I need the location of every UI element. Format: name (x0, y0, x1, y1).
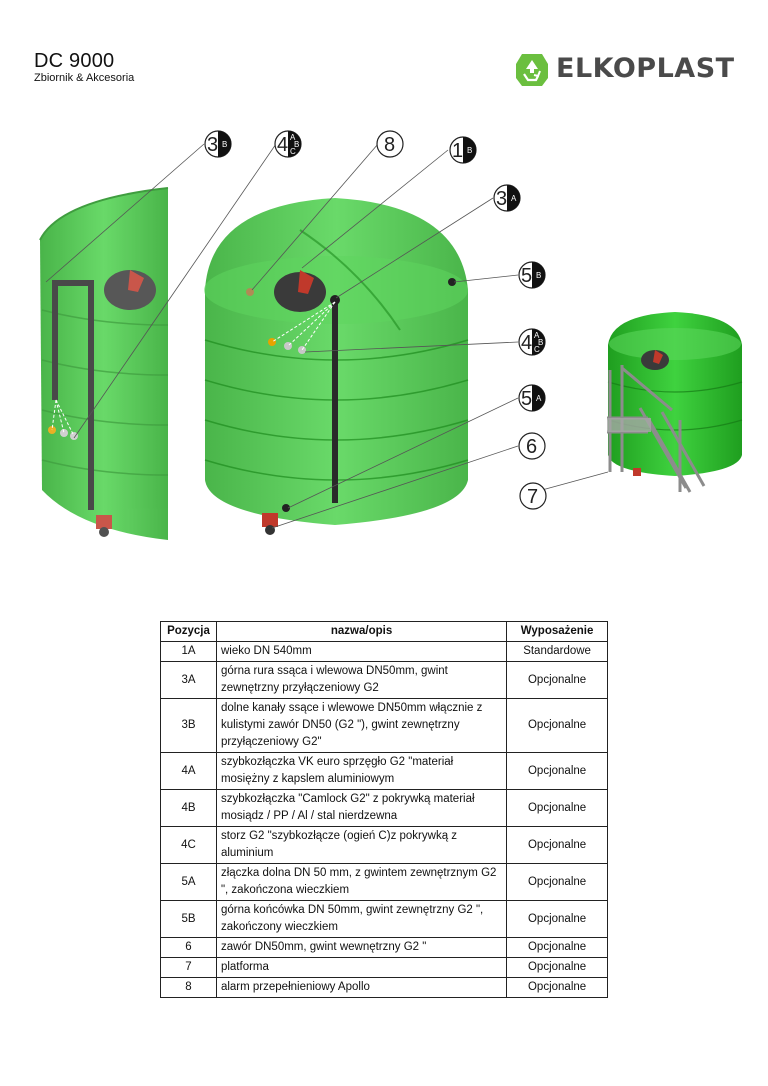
cell-position: 1A (160, 641, 217, 662)
cell-equipment: Opcjonalne (506, 698, 608, 753)
cell-equipment: Opcjonalne (506, 977, 608, 998)
callout-4ABC-right: 4 A B C (518, 328, 546, 356)
cell-description: storz G2 "szybkozłącze (ogień C)z pokryw… (215, 826, 508, 864)
svg-text:A: A (536, 394, 542, 403)
svg-text:3: 3 (207, 134, 218, 156)
svg-text:B: B (294, 140, 299, 149)
recycle-icon (516, 54, 548, 86)
callout-1B: 1 B (449, 136, 477, 164)
cell-equipment: Opcjonalne (506, 863, 608, 901)
svg-text:C: C (290, 147, 296, 156)
svg-text:C: C (534, 345, 540, 354)
cell-description: złączka dolna DN 50 mm, z gwintem zewnęt… (215, 863, 508, 901)
cell-description: platforma (215, 957, 508, 978)
callout-8: 8 (376, 130, 404, 158)
callout-3B-top: 3 B (204, 130, 232, 158)
cell-equipment: Opcjonalne (506, 752, 608, 790)
table-row: 3B dolne kanały ssące i wlewowe DN50mm w… (160, 698, 608, 753)
document-title: DC 9000 (34, 50, 115, 72)
svg-text:8: 8 (384, 134, 395, 156)
cell-position: 6 (160, 937, 217, 958)
svg-text:1: 1 (452, 140, 463, 162)
column-header-description: nazwa/opis (215, 621, 508, 642)
cell-equipment: Opcjonalne (506, 661, 608, 699)
svg-text:B: B (467, 146, 472, 155)
svg-text:4: 4 (521, 332, 532, 354)
cell-equipment: Opcjonalne (506, 957, 608, 978)
svg-text:7: 7 (527, 486, 538, 508)
cell-position: 4B (160, 789, 217, 827)
cell-position: 8 (160, 977, 217, 998)
document-subtitle: Zbiornik & Akcesoria (34, 72, 135, 84)
table-row: 8 alarm przepełnieniowy Apollo Opcjonaln… (160, 977, 608, 998)
table-row: 5B górna końcówka DN 50mm, gwint zewnętr… (160, 900, 608, 938)
cell-equipment: Opcjonalne (506, 937, 608, 958)
cell-equipment: Opcjonalne (506, 789, 608, 827)
svg-text:A: A (290, 133, 296, 142)
svg-text:6: 6 (526, 436, 537, 458)
tank-main (204, 198, 469, 535)
cell-description: zawór DN50mm, gwint wewnętrzny G2 " (215, 937, 508, 958)
svg-text:A: A (511, 194, 517, 203)
cell-description: górna rura ssąca i wlewowa DN50mm, gwint… (215, 661, 508, 699)
cell-equipment: Standardowe (506, 641, 608, 662)
cell-position: 4A (160, 752, 217, 790)
cell-position: 4C (160, 826, 217, 864)
cell-equipment: Opcjonalne (506, 826, 608, 864)
column-header-equipment: Wyposażenie (506, 621, 608, 642)
svg-text:5: 5 (521, 265, 532, 287)
callout-3A: 3 A (493, 184, 521, 212)
table-row: 4B szybkozłączka "Camlock G2" z pokrywką… (160, 789, 608, 827)
cell-description: górna końcówka DN 50mm, gwint zewnętrzny… (215, 900, 508, 938)
svg-text:B: B (536, 271, 541, 280)
svg-text:B: B (222, 140, 227, 149)
cell-position: 5B (160, 900, 217, 938)
callout-4ABC-top: 4 A B C (274, 130, 302, 158)
cell-description: szybkozłączka "Camlock G2" z pokrywką ma… (215, 789, 508, 827)
column-header-position: Pozycja (160, 621, 217, 642)
cell-description: szybkozłączka VK euro sprzęgło G2 "mater… (215, 752, 508, 790)
tank-illustration: 3 B 4 A B C 8 1 B 3 A 5 B 4 A B C (39, 130, 743, 540)
cell-equipment: Opcjonalne (506, 900, 608, 938)
table-row: 6 zawór DN50mm, gwint wewnętrzny G2 " Op… (160, 937, 608, 958)
svg-text:5: 5 (521, 388, 532, 410)
cell-position: 5A (160, 863, 217, 901)
table-row: 4C storz G2 "szybkozłącze (ogień C)z pok… (160, 826, 608, 864)
svg-text:A: A (534, 331, 540, 340)
callout-7: 7 (519, 482, 547, 510)
callout-5B: 5 B (518, 261, 546, 289)
callout-6: 6 (518, 432, 546, 460)
table-header-row: Pozycja nazwa/opis Wyposażenie (160, 621, 608, 642)
table-row: 3A górna rura ssąca i wlewowa DN50mm, gw… (160, 661, 608, 699)
svg-text:3: 3 (496, 188, 507, 210)
tank-with-platform (607, 312, 743, 493)
cell-position: 7 (160, 957, 217, 978)
callout-5A: 5 A (518, 384, 546, 412)
cell-description: dolne kanały ssące i wlewowe DN50mm włąc… (215, 698, 508, 753)
brand-logo: ELKOPLAST (514, 52, 734, 88)
cell-description: alarm przepełnieniowy Apollo (215, 977, 508, 998)
cell-description: wieko DN 540mm (215, 641, 508, 662)
tank-cutaway-left (39, 187, 169, 540)
leader-lines (45, 143, 609, 529)
table-row: 1A wieko DN 540mm Standardowe (160, 641, 608, 662)
svg-text:B: B (538, 338, 543, 347)
cell-position: 3A (160, 661, 217, 699)
table-row: 7 platforma Opcjonalne (160, 957, 608, 978)
svg-text:4: 4 (277, 134, 288, 156)
accessories-table: Pozycja nazwa/opis Wyposażenie 1A wieko … (160, 621, 608, 998)
cell-position: 3B (160, 698, 217, 753)
table-row: 4A szybkozłączka VK euro sprzęgło G2 "ma… (160, 752, 608, 790)
table-row: 5A złączka dolna DN 50 mm, z gwintem zew… (160, 863, 608, 901)
brand-name: ELKOPLAST (556, 53, 735, 84)
